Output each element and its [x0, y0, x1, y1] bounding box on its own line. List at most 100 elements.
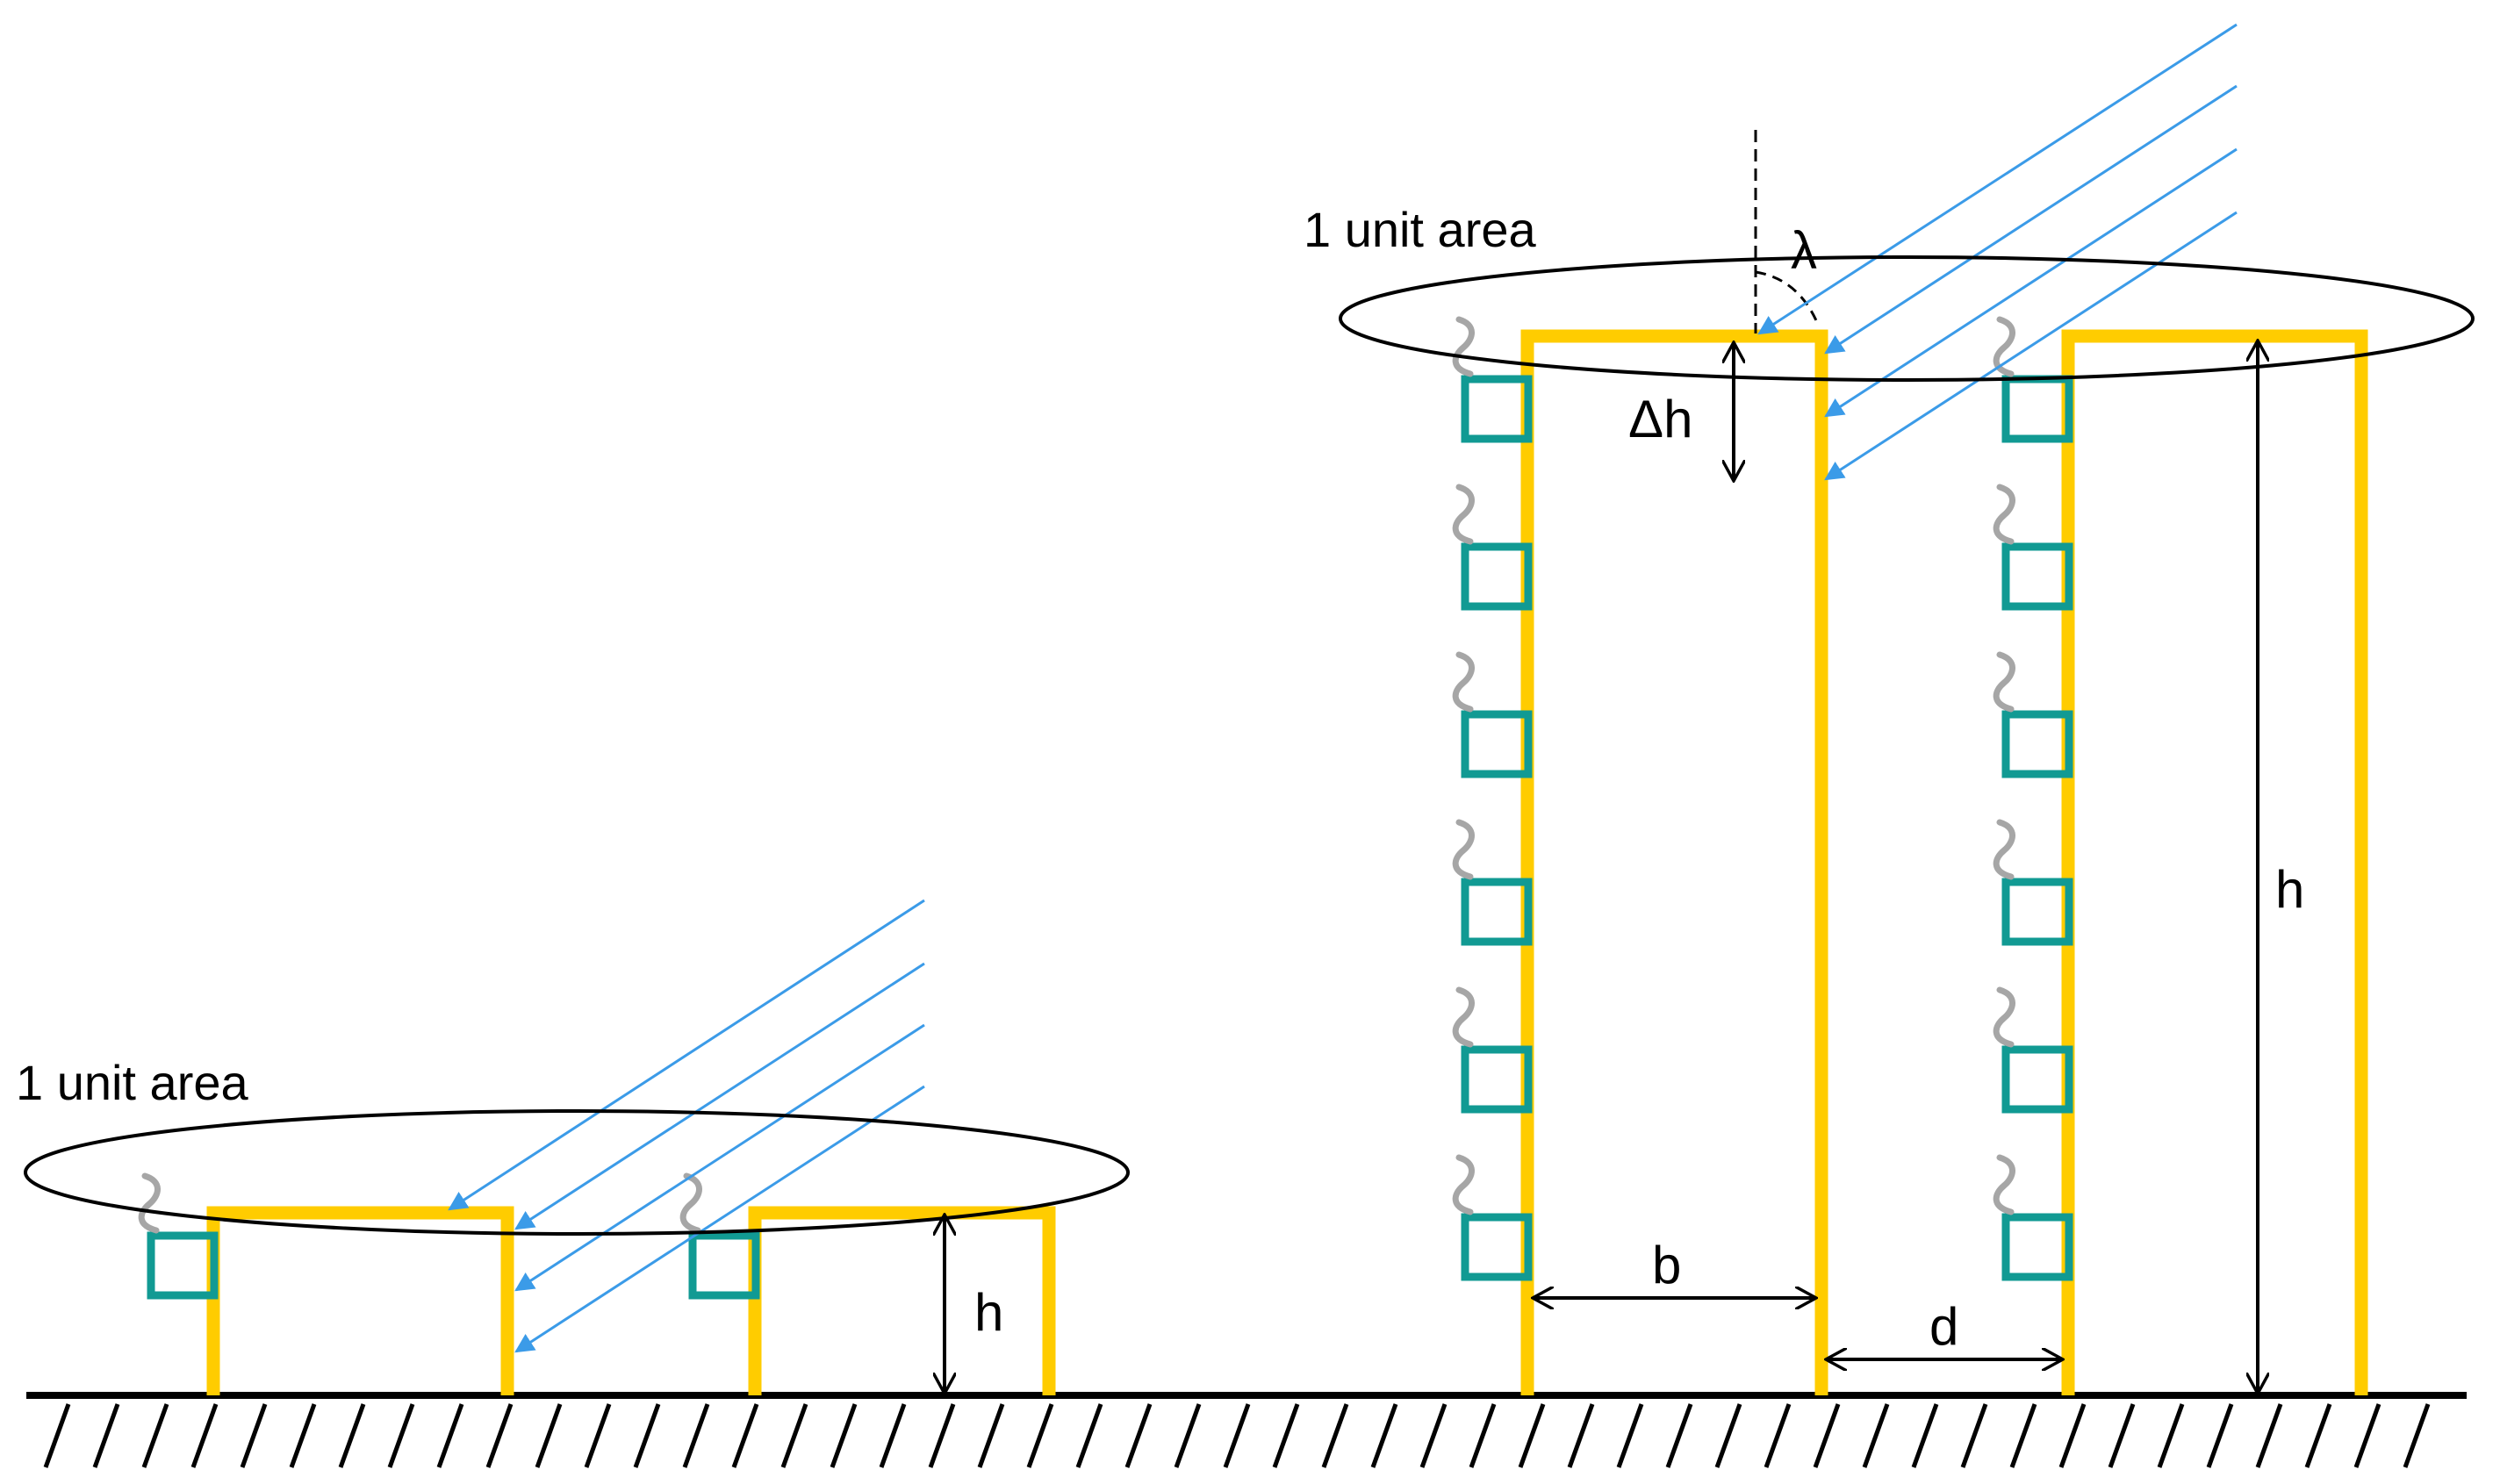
unit-area-label: 1 unit area — [1304, 202, 1536, 257]
heat-wave-icon — [1452, 651, 1475, 713]
hatch-mark — [1223, 1403, 1251, 1468]
hatch-mark — [780, 1403, 808, 1468]
height-label: h — [974, 1283, 1003, 1342]
angle-arc — [1755, 270, 1821, 327]
window-square-icon — [688, 1231, 760, 1300]
hatch-mark — [1911, 1403, 1939, 1468]
hatch-mark — [2157, 1403, 2185, 1468]
hatch-mark — [338, 1403, 366, 1468]
solar-ray — [1824, 211, 2238, 481]
hatch-mark — [1272, 1403, 1300, 1468]
hatch-mark — [2206, 1403, 2234, 1468]
hatch-mark — [830, 1403, 858, 1468]
hatch-mark — [2108, 1403, 2136, 1468]
hatch-mark — [1469, 1403, 1497, 1468]
hatch-mark — [1764, 1403, 1792, 1468]
heat-wave-icon — [138, 1172, 161, 1234]
heat-wave-icon — [1452, 819, 1475, 880]
window-square-icon — [2001, 542, 2073, 611]
solar-ray — [1824, 84, 2238, 355]
heat-wave-icon — [1452, 316, 1475, 377]
hatch-mark — [2304, 1403, 2332, 1468]
hatch-mark — [1075, 1403, 1103, 1468]
hatch-mark — [682, 1403, 710, 1468]
tall-building-1 — [1520, 329, 1828, 1395]
lambda-label: λ — [1791, 221, 1817, 280]
hatch-mark — [485, 1403, 514, 1468]
hatch-mark — [535, 1403, 563, 1468]
hatch-mark — [1124, 1403, 1153, 1468]
heat-wave-icon — [1993, 819, 2015, 880]
window-square-icon — [1461, 878, 1533, 946]
solar-ray — [514, 1085, 925, 1353]
heat-wave-icon — [1993, 986, 2015, 1048]
hatch-mark — [289, 1403, 317, 1468]
window-square-icon — [2001, 1213, 2073, 1281]
tall-building-2 — [2061, 329, 2368, 1395]
solar-ray — [1824, 147, 2238, 418]
heat-wave-icon — [1993, 1154, 2015, 1215]
hatch-mark — [1419, 1403, 1448, 1468]
hatch-mark — [1174, 1403, 1202, 1468]
hatch-mark — [1960, 1403, 1988, 1468]
hatch-mark — [387, 1403, 415, 1468]
hatch-mark — [584, 1403, 612, 1468]
hatch-mark — [2058, 1403, 2087, 1468]
hatch-mark — [731, 1403, 759, 1468]
hatch-mark — [240, 1403, 268, 1468]
solar-ray — [448, 899, 925, 1211]
low-building-2 — [748, 1206, 1056, 1395]
hatch-mark — [190, 1403, 219, 1468]
low-building-1 — [206, 1206, 514, 1395]
heat-wave-icon — [1452, 986, 1475, 1048]
solar-ray — [514, 1023, 925, 1292]
hatch-mark — [2353, 1403, 2381, 1468]
window-square-icon — [2001, 710, 2073, 778]
hatch-mark — [879, 1403, 907, 1468]
building-width-label: b — [1652, 1236, 1681, 1294]
ground — [26, 1392, 2467, 1468]
unit-area-ellipse — [1339, 255, 2475, 382]
hatch-mark — [92, 1403, 120, 1468]
heat-wave-icon — [1993, 651, 2015, 713]
hatch-mark — [1813, 1403, 1841, 1468]
ground-hatching — [43, 1403, 2431, 1468]
window-square-icon — [1461, 1045, 1533, 1114]
hatch-mark — [633, 1403, 661, 1468]
hatch-mark — [928, 1403, 956, 1468]
heat-wave-icon — [1452, 1154, 1475, 1215]
heat-wave-icon — [1452, 484, 1475, 545]
hatch-mark — [436, 1403, 464, 1468]
window-square-icon — [1461, 1213, 1533, 1281]
tall-building-windows — [1452, 316, 2073, 1281]
hatch-mark — [1862, 1403, 1890, 1468]
hatch-mark — [1518, 1403, 1546, 1468]
solar-ray — [514, 962, 925, 1230]
window-square-icon — [2001, 375, 2073, 443]
hatch-mark — [43, 1403, 71, 1468]
hatch-mark — [1567, 1403, 1595, 1468]
hatch-mark — [1616, 1403, 1644, 1468]
window-square-icon — [1461, 542, 1533, 611]
unit-area-ellipse — [24, 1109, 1130, 1236]
window-square-icon — [2001, 1045, 2073, 1114]
unit-area-label: 1 unit area — [16, 1055, 248, 1110]
height-label: h — [2275, 860, 2304, 919]
heat-wave-icon — [679, 1172, 702, 1234]
heat-wave-icon — [1993, 484, 2015, 545]
window-square-icon — [147, 1231, 219, 1300]
hatch-mark — [1026, 1403, 1054, 1468]
window-square-icon — [1461, 710, 1533, 778]
hatch-mark — [2009, 1403, 2037, 1468]
window-square-icon — [1461, 375, 1533, 443]
hatch-mark — [1321, 1403, 1349, 1468]
street-width-label: d — [1929, 1297, 1958, 1356]
hatch-mark — [141, 1403, 169, 1468]
hatch-mark — [2255, 1403, 2283, 1468]
tall-building-scene: λ 1 unit area Δh h b d — [1304, 23, 2475, 1395]
solar-ray — [1757, 23, 2238, 335]
hatch-mark — [977, 1403, 1005, 1468]
hatch-mark — [1665, 1403, 1693, 1468]
window-square-icon — [2001, 878, 2073, 946]
